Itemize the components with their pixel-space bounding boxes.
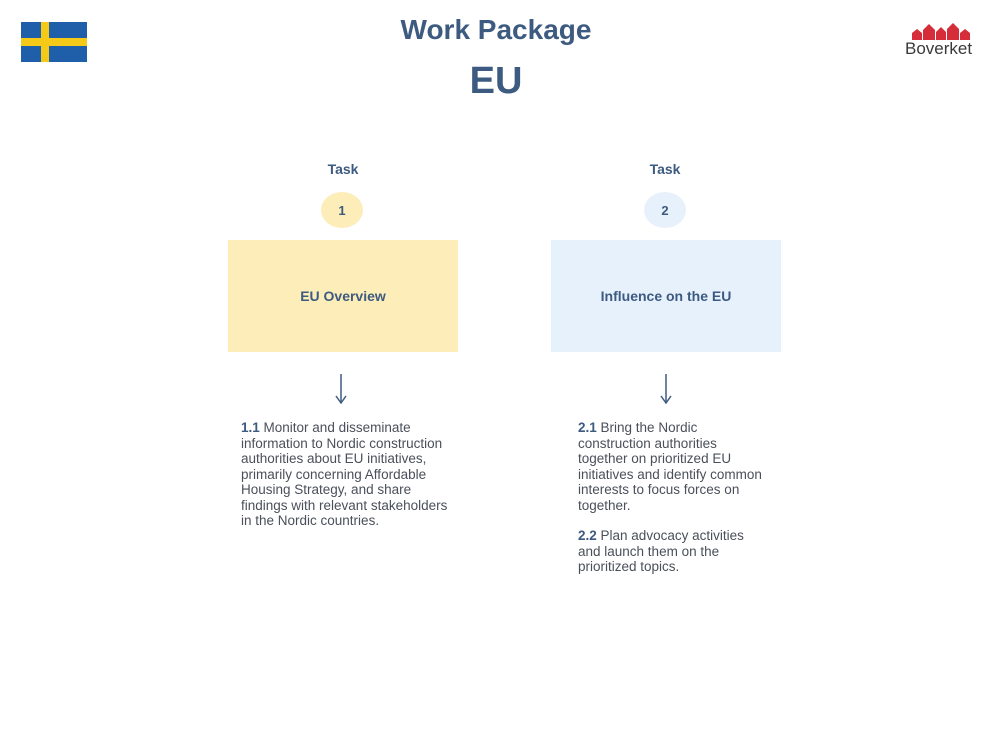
page-title: Work Package (400, 14, 592, 45)
task-1-name: EU Overview (300, 288, 386, 304)
page-subtitle: EU (469, 60, 523, 102)
task-1-number-badge: 1 (321, 192, 363, 228)
houses-logo-icon (912, 23, 970, 40)
task-2-number-badge: 2 (644, 192, 686, 228)
item-code: 2.1 (578, 420, 597, 435)
task-1-description: 1.1 Monitor and disseminate information … (241, 420, 456, 544)
item-text: Plan advocacy activities and launch them… (578, 528, 744, 574)
item-text: Monitor and disseminate information to N… (241, 420, 448, 528)
task-1-item: 1.1 Monitor and disseminate information … (241, 420, 456, 529)
item-code: 2.2 (578, 528, 597, 543)
task-2-item: 2.1 Bring the Nordic construction author… (578, 420, 768, 513)
swedish-flag-icon (21, 22, 87, 62)
task-2-arrow-icon (660, 374, 672, 405)
boverket-logo: Boverket (898, 20, 978, 60)
task-1-arrow-icon (335, 374, 347, 405)
task-2-box: Influence on the EU (551, 240, 781, 352)
task-2-name: Influence on the EU (600, 288, 732, 304)
item-code: 1.1 (241, 420, 260, 435)
task-1-box: EU Overview (228, 240, 458, 352)
logo-text: Boverket (905, 39, 973, 58)
task-2-description: 2.1 Bring the Nordic construction author… (578, 420, 768, 590)
task-2-label: Task (649, 161, 681, 177)
item-text: Bring the Nordic construction authoritie… (578, 420, 762, 513)
task-1-label: Task (327, 161, 359, 177)
task-2-item: 2.2 Plan advocacy activities and launch … (578, 528, 768, 575)
